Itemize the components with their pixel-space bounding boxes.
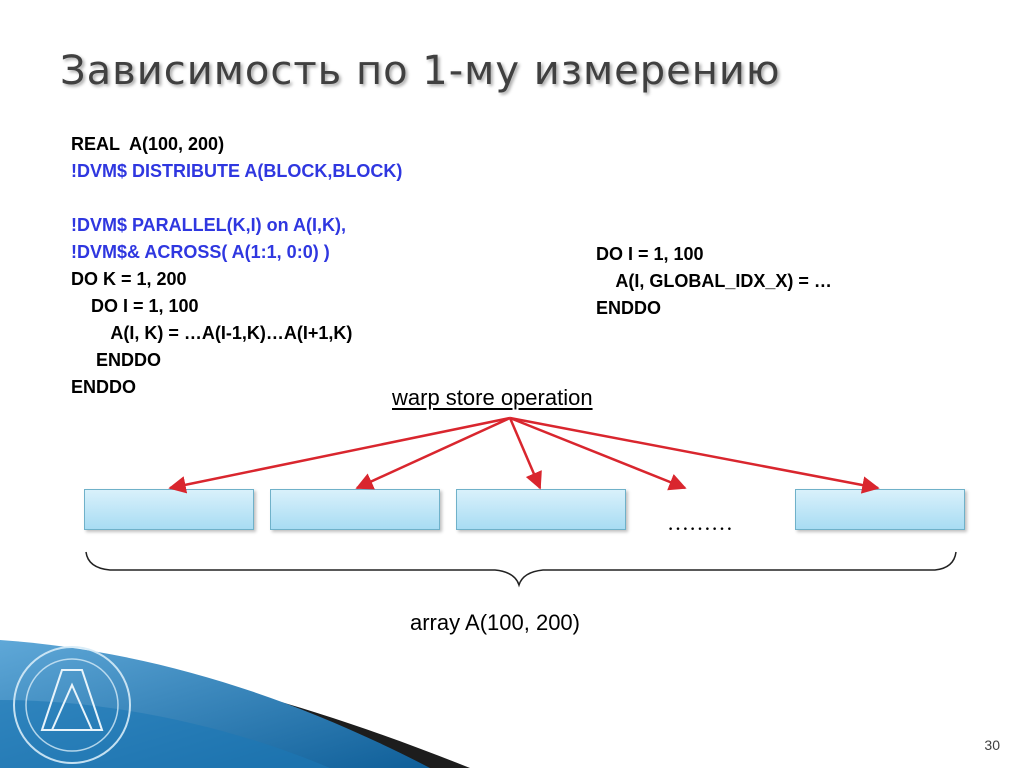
code-line: DO I = 1, 100 — [596, 244, 704, 264]
slide-title: Зависимость по 1-му измерению — [60, 48, 781, 94]
code-line: !DVM$ DISTRIBUTE A(BLOCK,BLOCK) — [71, 161, 403, 181]
institute-logo — [13, 646, 131, 764]
code-line: ENDDO — [596, 298, 662, 318]
code-block-right: DO I = 1, 100 A(I, GLOBAL_IDX_X) = … ENDD… — [596, 241, 832, 322]
code-line: ENDDO — [71, 350, 162, 370]
array-block-1 — [84, 489, 254, 530]
array-block-2 — [270, 489, 440, 530]
warp-store-label: warp store operation — [392, 385, 593, 410]
code-line: !DVM$ PARALLEL(K,I) on A(I,K), — [71, 215, 346, 235]
code-line: A(I, K) = …A(I-1,K)…A(I+1,K) — [71, 323, 353, 343]
array-label: array A(100, 200) — [410, 610, 580, 635]
code-line: DO I = 1, 100 — [71, 296, 199, 316]
code-line: DO K = 1, 200 — [71, 269, 187, 289]
arrow-to-ellipsis — [509, 416, 687, 491]
arrow-to-block-3 — [508, 417, 542, 490]
arrow-to-block-1 — [168, 416, 511, 494]
ellipsis-text: ……… — [667, 510, 733, 535]
page-number: 30 — [984, 737, 1000, 753]
array-block-last — [795, 489, 965, 530]
code-block-left: REAL A(100, 200) !DVM$ DISTRIBUTE A(BLOCK… — [71, 131, 402, 401]
arrow-to-block-last — [509, 416, 880, 494]
code-line: ENDDO — [71, 377, 137, 397]
code-line: REAL A(100, 200) — [71, 134, 225, 154]
code-line: !DVM$& ACROSS( A(1:1, 0:0) ) — [71, 242, 330, 262]
code-line: A(I, GLOBAL_IDX_X) = … — [596, 271, 832, 291]
array-brace — [85, 551, 957, 588]
arrow-to-block-2 — [355, 416, 511, 490]
